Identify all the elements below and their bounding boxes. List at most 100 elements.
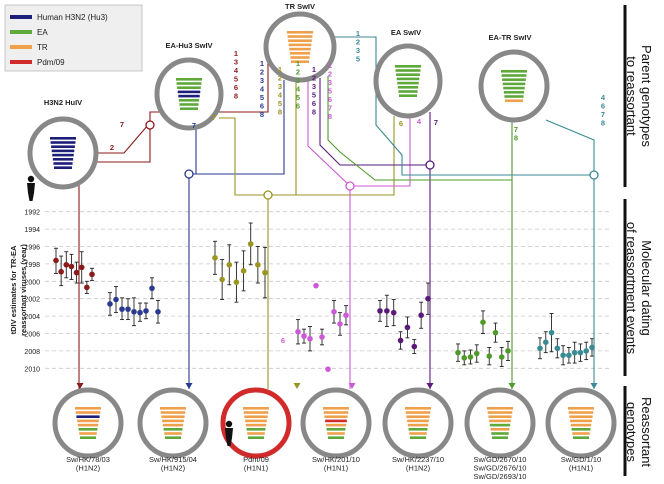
data-point [577,349,584,356]
reassortant-1-segment-5 [77,423,99,427]
reassortant-6-segment-4 [489,419,511,423]
data-point [505,348,511,354]
person-body [225,428,233,446]
connector-navy [188,128,197,389]
parent-name: TR SwIV [285,2,315,11]
y-tick-label: 1992 [24,210,40,217]
data-point [155,308,161,315]
parent-2-segment-2 [176,82,202,85]
reassortant-2-segment-7 [164,432,182,435]
connector-olive [268,116,395,196]
reassortant-name: Sw/HK/2237/10(H1N2) [392,455,444,473]
reassortant-2-segment-2 [160,411,186,414]
junction-olive [263,190,273,200]
parent-2-segment-8 [180,107,198,110]
data-point [63,261,70,268]
arrowhead [426,383,434,389]
reassortant-7-segment-1 [568,407,594,410]
legend-swatch [10,60,32,64]
data-point [73,269,80,276]
reassortant-circle [52,387,124,459]
data-point [404,324,411,331]
connector-olive [219,117,269,389]
arrowhead [590,383,598,389]
parent-2-segment-3 [177,86,201,89]
data-point [58,268,64,275]
legend-label: Human H3N2 (Hu3) [37,13,108,22]
junction-purple [425,160,435,170]
reassortant-3-segment-7 [247,432,265,435]
reassortant-1-segment-4 [77,419,99,423]
reassortant-6-segment-6 [490,428,510,431]
segment-label: 7 [434,118,438,127]
reassortant-6-segment-1 [487,407,513,410]
y-tick-label: 2000 [24,279,40,286]
junction-teal [589,170,599,180]
connector-maroon [96,124,149,154]
parent-5-segment-3 [502,78,526,81]
parent-4-segment-7 [398,90,418,93]
parent-5-segment-7 [504,95,524,98]
reassortant-5-segment-6 [408,428,428,431]
legend-label: Pdm/09 [37,58,65,67]
data-point [560,352,566,359]
parent-3-segment-5 [289,47,311,51]
parent-5-segment-2 [501,74,527,77]
reassortant-3-segment-2 [243,411,269,414]
data-point [262,269,268,276]
reassortant-7-segment-8 [573,436,589,439]
y-tick-label: 1996 [24,245,40,252]
reassortant-5-segment-4 [407,419,429,423]
parent-4-segment-5 [397,81,419,85]
parent-5-segment-8 [505,99,523,102]
data-point [307,335,313,342]
parent-5-segment-6 [503,91,525,94]
parent-5-segment-4 [502,82,526,86]
parent-1-segment-4 [51,149,75,153]
data-point [411,343,418,350]
reassortant-7-segment-5 [570,423,592,427]
reassortant-3-segment-8 [248,436,264,439]
legend-label: TR [37,43,48,52]
data-point [542,339,549,346]
human-icon-parent [27,175,35,201]
reassortant-name: Sw/GD/1/10(H1N1) [561,455,601,473]
data-point [331,308,337,315]
data-point [425,295,431,302]
reassortant-name: Pdm/09(H1N1) [243,455,269,473]
reassortant-1-segment-6 [78,428,98,431]
data-point [125,306,131,312]
connector-maroon [78,125,151,389]
human-icon-pdm [225,420,233,446]
reassortant-5-segment-7 [409,432,427,435]
reassortant-2-segment-8 [165,436,181,439]
segment-label: 7 [212,113,216,122]
reassortant-1-segment-2 [75,411,101,414]
parent-3-segment-3 [288,39,312,42]
reassortant-7-segment-4 [570,419,592,423]
y-tick-label: 1994 [24,227,40,234]
parent-circle [263,11,337,83]
reassortant-4-segment-4 [325,419,347,423]
reassortant-3-segment-3 [244,415,268,418]
parent-3-segment-4 [288,43,312,47]
reassortant-5-segment-5 [407,423,429,427]
data-point [143,308,149,314]
arrowhead [185,383,193,389]
person-body [27,183,35,201]
data-point [319,334,325,340]
parent-1-segment-3 [51,145,75,148]
arrowhead [508,383,516,389]
reassortant-5-segment-2 [405,411,431,414]
parent-circle [154,57,224,131]
reassortant-2-segment-3 [161,415,185,418]
pdm-reassortant-circle [220,387,292,459]
data-point [113,296,119,303]
y-axis-title: tDIV estimates for TR-EAreassortant viru… [9,244,28,336]
reassortant-5-segment-8 [410,436,426,439]
